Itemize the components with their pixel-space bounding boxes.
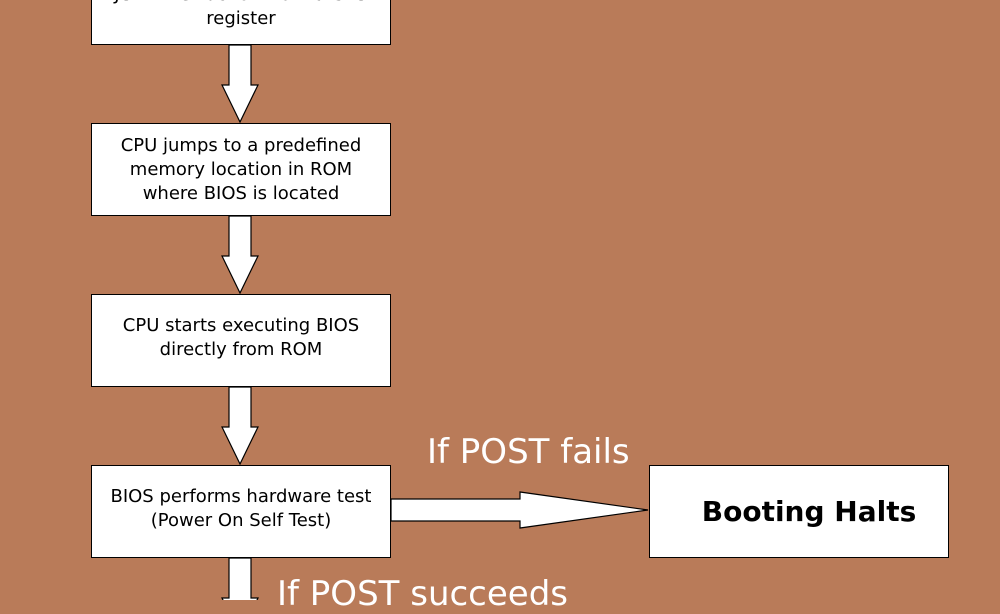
boot-process-flowchart: JUMP instruction from a CPU register CPU… xyxy=(91,0,949,614)
arrow-down-3 xyxy=(221,386,259,466)
step-cpu-jumps-box: CPU jumps to a predefined memory locatio… xyxy=(91,123,391,216)
step-execute-bios-text: CPU starts executing BIOS directly from … xyxy=(122,314,360,360)
arrow-right-post-fail xyxy=(390,491,649,529)
step-post-text: BIOS performs hardware test (Power On Se… xyxy=(110,485,372,531)
step-jump-instruction-box: JUMP instruction from a CPU register xyxy=(91,0,391,45)
step-jump-instruction-text: JUMP instruction from a CPU register xyxy=(114,0,367,29)
booting-halts-box: Booting Halts xyxy=(649,465,949,558)
step-execute-bios-box: CPU starts executing BIOS directly from … xyxy=(91,294,391,387)
step-post-box: BIOS performs hardware test (Power On Se… xyxy=(91,465,391,558)
post-fails-label: If POST fails xyxy=(427,432,630,472)
booting-halts-text: Booting Halts xyxy=(701,494,917,528)
arrow-down-2 xyxy=(221,215,259,295)
arrow-down-1 xyxy=(221,44,259,124)
step-cpu-jumps-text: CPU jumps to a predefined memory locatio… xyxy=(120,134,362,204)
post-succeeds-label: If POST succeeds xyxy=(277,574,569,614)
arrow-down-4 xyxy=(221,557,259,600)
